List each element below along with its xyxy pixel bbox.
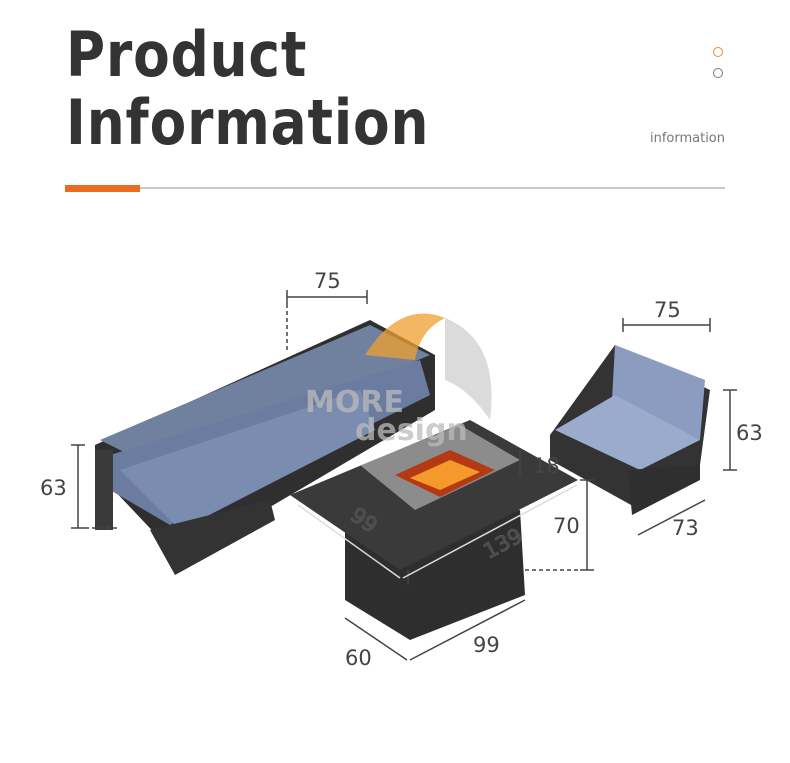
- chair-height-label: 63: [736, 421, 763, 445]
- accent-bar: [65, 185, 140, 192]
- table-base-depth-label: 60: [345, 646, 372, 670]
- watermark-logo: MORE design: [305, 313, 492, 448]
- sofa-width-label: 75: [314, 269, 341, 293]
- table-height-label: 70: [553, 514, 580, 538]
- divider-line: [140, 187, 725, 189]
- table-base-length-label: 99: [473, 633, 500, 657]
- svg-text:design: design: [355, 413, 468, 448]
- chair-depth-label: 73: [672, 516, 699, 540]
- chair: [550, 345, 710, 515]
- svg-text:MORE: MORE: [305, 385, 404, 420]
- glass-height-label: 18: [533, 454, 560, 478]
- fire-table: [290, 420, 578, 640]
- sofa: [95, 320, 435, 575]
- sofa-height-label: 63: [40, 476, 67, 500]
- title-line-2: Information: [66, 86, 430, 159]
- subtitle: information: [649, 131, 725, 146]
- chair-width-label: 75: [654, 298, 681, 322]
- grey-circle-icon: [713, 68, 723, 78]
- title-line-1: Product: [66, 18, 308, 91]
- orange-circle-icon: [713, 47, 723, 57]
- dimension-lines: [71, 290, 737, 661]
